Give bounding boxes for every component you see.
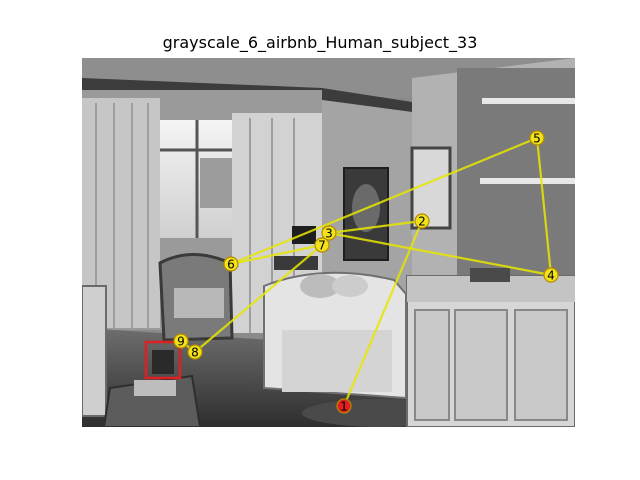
fixation-label: 5 <box>533 132 541 146</box>
fixation-point: 9 <box>173 333 189 349</box>
side-table <box>274 256 318 270</box>
fixation-label: 1 <box>340 400 348 414</box>
fixation-point: 8 <box>187 344 203 360</box>
fixation-marker <box>529 130 545 146</box>
saccade-line <box>194 244 323 353</box>
fixation-point: 4 <box>543 267 559 283</box>
fixation-label: 3 <box>325 227 333 241</box>
fixation-marker <box>543 267 559 283</box>
fixation-marker <box>321 225 337 241</box>
saccade-line <box>342 220 424 407</box>
fixation-point: 2 <box>414 213 430 229</box>
fixation-marker <box>187 344 203 360</box>
saccade-line <box>328 231 552 277</box>
shelf-upper <box>482 98 575 104</box>
saccade-line <box>230 243 323 266</box>
fixation-marker <box>223 256 239 272</box>
target-box <box>144 340 182 380</box>
fixation-marker <box>173 333 189 349</box>
fixation-marker <box>314 237 330 253</box>
fixation-label: 6 <box>227 258 235 272</box>
saccade-line <box>230 136 538 266</box>
fixation-label: 9 <box>177 335 185 349</box>
fixation-label: 4 <box>547 269 555 283</box>
figure-title: grayscale_6_airbnb_Human_subject_33 <box>162 33 478 52</box>
room-photo-drawing <box>82 58 575 427</box>
fixation-point: 6 <box>223 256 239 272</box>
fixation-marker <box>414 213 430 229</box>
fixation-point: 5 <box>529 130 545 146</box>
fixation-point: 1 <box>336 398 352 414</box>
left-armchair <box>82 285 107 417</box>
room-photo <box>82 58 575 427</box>
saccade-line <box>328 219 423 235</box>
fixation-label: 2 <box>418 215 426 229</box>
fixation-label: 8 <box>191 346 199 360</box>
fixation-point: 7 <box>314 237 330 253</box>
shelf-middle <box>480 178 575 184</box>
saccade-line <box>535 137 553 276</box>
fixation-label: 7 <box>318 239 326 253</box>
plant <box>152 350 174 374</box>
fixation-point: 3 <box>321 225 337 241</box>
scanpath-overlay: 1 2 3 4 5 6 7 89 <box>144 130 559 414</box>
fixation-marker <box>336 398 352 414</box>
